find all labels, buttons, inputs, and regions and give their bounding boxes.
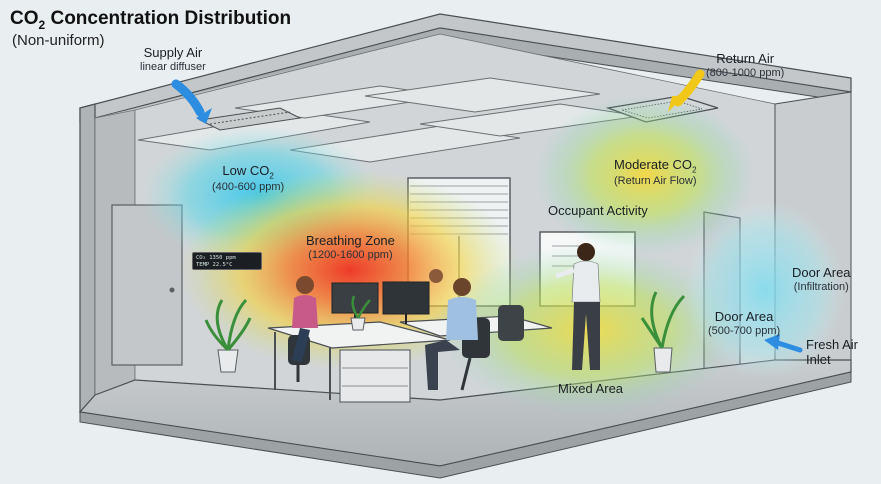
breathing-zone-label: Breathing Zone (1200-1600 ppm)	[306, 233, 395, 262]
sensor-temp-reading: TEMP 22.5°C	[196, 262, 233, 268]
door-area-inner-label: Door Area (500-700 ppm)	[708, 309, 781, 338]
supply-diffuser	[198, 107, 302, 131]
return-air-detail: (800-1000 ppm)	[706, 66, 785, 79]
breathing-zone-detail: (1200-1600 ppm)	[308, 248, 393, 261]
fresh-air-inlet-label: Fresh Air Inlet	[806, 337, 859, 368]
plants	[204, 291, 686, 373]
door-area-outer-title: Door Area	[792, 265, 851, 280]
airflow-arrows	[171, 69, 803, 353]
mixed-area-title: Mixed Area	[558, 381, 624, 396]
door-area-inner-detail: (500-700 ppm)	[708, 324, 781, 337]
moderate-co2-zone	[535, 95, 755, 255]
low-co2-label: Low CO2 (400-600 ppm)	[212, 163, 285, 193]
supply-air-label: Supply Air linear diffuser	[140, 45, 206, 74]
moderate-co2-title: Moderate CO2	[614, 157, 697, 175]
moderate-co2-label: Moderate CO2 (Return Air Flow)	[614, 157, 697, 187]
low-co2-detail: (400-600 ppm)	[212, 180, 285, 193]
low-co2-title: Low CO2	[222, 163, 274, 181]
sensor-co2-reading: CO₂ 1350 ppm	[196, 255, 236, 261]
door-area-outer-label: Door Area (Infiltration)	[792, 265, 851, 294]
co2-sensor-display: CO₂ 1350 ppm TEMP 22.5°C	[192, 252, 262, 270]
mixed-area-label: Mixed Area	[558, 381, 624, 397]
return-air-title: Return Air	[716, 51, 775, 66]
occupants	[292, 243, 601, 390]
page-subtitle: (Non-uniform)	[12, 32, 105, 49]
supply-air-detail: linear diffuser	[140, 60, 206, 73]
moderate-co2-detail: (Return Air Flow)	[614, 174, 697, 187]
breathing-zone-title: Breathing Zone	[306, 233, 395, 248]
fresh-air-arrow	[775, 340, 803, 353]
return-air-label: Return Air (800-1000 ppm)	[706, 51, 785, 80]
supply-air-arrow	[171, 79, 205, 117]
fresh-air-inlet-line2: Inlet	[806, 351, 831, 367]
door-area-outer-detail: (Infiltration)	[793, 280, 849, 293]
occupant-activity-label: Occupant Activity	[548, 203, 648, 219]
fresh-air-inlet-line1: Fresh Air	[806, 337, 859, 352]
supply-air-title: Supply Air	[143, 45, 203, 60]
occupant-activity-title: Occupant Activity	[548, 203, 648, 218]
door-zone	[685, 200, 845, 380]
page-title: CO2 Concentration Distribution	[10, 8, 292, 32]
door-area-inner-title: Door Area	[714, 309, 774, 324]
